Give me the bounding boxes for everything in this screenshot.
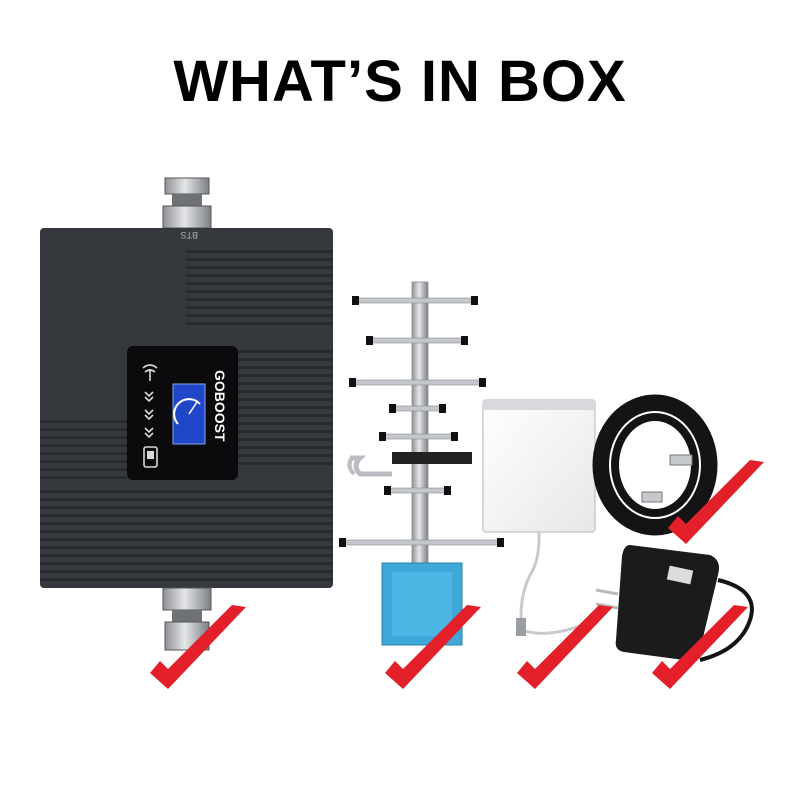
adapter-cable — [699, 578, 754, 662]
brand-label: GOBOOST — [212, 370, 228, 442]
checkmark-icon — [668, 460, 764, 544]
checkmark-group — [150, 460, 764, 689]
bts-label: BTS — [180, 230, 198, 240]
chevron-icon — [144, 409, 154, 421]
chevron-icon — [144, 391, 154, 403]
signal-booster: BTS MS GOBOOST — [40, 177, 333, 651]
checkmark-icon — [517, 605, 613, 689]
antenna-elements — [339, 296, 504, 547]
checkmark-icon — [150, 605, 246, 689]
panel-cable — [519, 531, 541, 631]
antenna-signal-icon — [142, 364, 158, 381]
dipole-clamp — [392, 452, 472, 464]
bts-connector — [162, 177, 212, 229]
coax-cable-coil — [592, 394, 718, 536]
yagi-antenna — [339, 281, 504, 646]
cooling-fins — [40, 250, 333, 581]
panel-antenna — [482, 399, 596, 636]
page-title: WHAT’S IN BOX — [173, 49, 627, 114]
phone-icon — [143, 446, 158, 468]
checkmark-icon — [385, 605, 481, 689]
chevron-icon — [144, 427, 154, 439]
power-adapter — [595, 545, 754, 662]
checkmark-icon — [652, 605, 748, 689]
